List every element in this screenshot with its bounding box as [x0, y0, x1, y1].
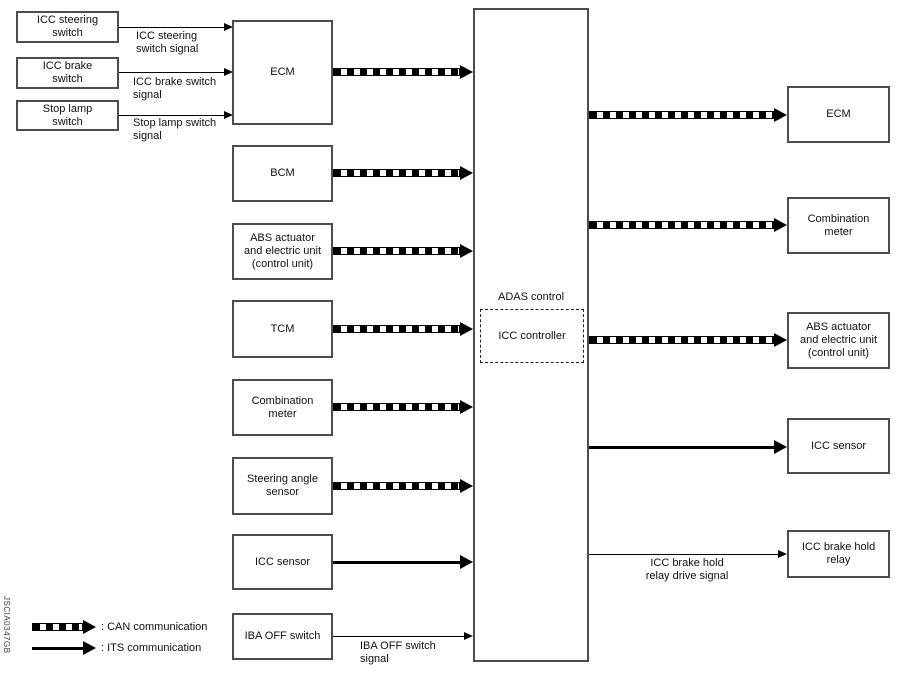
- arrow-can-tcm-to-adas: [333, 322, 473, 336]
- legend-its-label: : ITS communication: [101, 642, 202, 654]
- arrow-can-abs-to-adas: [333, 244, 473, 258]
- box-tcm: TCM: [232, 300, 333, 358]
- arrow-its-adas-to-icc-sensor: [589, 440, 787, 454]
- box-icc-steering-switch: ICC steering switch: [16, 11, 119, 43]
- arrow-can-adas-to-combination-meter: [589, 218, 787, 232]
- legend-its-arrow-icon: [32, 641, 96, 655]
- box-bcm: BCM: [232, 145, 333, 202]
- wire-iba-off-to-adas: [333, 631, 473, 641]
- label-iba-off-switch-signal: IBA OFF switch signal: [360, 640, 436, 665]
- box-steering-angle-sensor: Steering angle sensor: [232, 457, 333, 515]
- box-stop-lamp-switch: Stop lamp switch: [16, 100, 119, 131]
- box-abs-actuator-right: ABS actuator and electric unit (control …: [787, 312, 890, 369]
- legend-can-label: : CAN communication: [101, 621, 208, 633]
- arrow-can-ecm-to-adas: [333, 65, 473, 79]
- box-iba-off-switch: IBA OFF switch: [232, 613, 333, 660]
- wire-stop-lamp-to-ecm: [119, 110, 233, 120]
- label-icc-steering-switch-signal: ICC steering switch signal: [136, 30, 199, 55]
- label-stop-lamp-switch-signal: Stop lamp switch signal: [133, 117, 217, 142]
- arrow-can-bcm-to-adas: [333, 166, 473, 180]
- arrow-can-adas-to-ecm: [589, 108, 787, 122]
- arrow-can-combination-meter-to-adas: [333, 400, 473, 414]
- box-icc-sensor-right: ICC sensor: [787, 418, 890, 474]
- watermark-code: JSCIA0347GB: [2, 596, 11, 654]
- arrow-its-icc-sensor-to-adas: [333, 555, 473, 569]
- wire-icc-brake-to-ecm: [119, 67, 233, 77]
- box-combination-meter-right: Combination meter: [787, 197, 890, 254]
- arrow-can-adas-to-abs: [589, 333, 787, 347]
- arrow-can-steering-angle-to-adas: [333, 479, 473, 493]
- box-abs-actuator-left: ABS actuator and electric unit (control …: [232, 223, 333, 280]
- adas-control-title: ADAS control: [497, 291, 565, 303]
- box-ecm-right: ECM: [787, 86, 890, 143]
- box-icc-sensor-left: ICC sensor: [232, 534, 333, 590]
- wire-adas-to-icc-brake-hold-relay: [589, 549, 787, 559]
- legend-can-arrow-icon: [32, 620, 96, 634]
- box-combination-meter-left: Combination meter: [232, 379, 333, 436]
- box-ecm-left: ECM: [232, 20, 333, 125]
- wire-icc-steering-to-ecm: [119, 22, 233, 32]
- box-icc-brake-hold-relay: ICC brake hold relay: [787, 530, 890, 578]
- label-icc-brake-hold-relay-drive-signal: ICC brake hold relay drive signal: [645, 557, 729, 582]
- box-icc-controller: ICC controller: [480, 309, 584, 363]
- box-icc-brake-switch: ICC brake switch: [16, 57, 119, 89]
- label-icc-brake-switch-signal: ICC brake switch signal: [133, 76, 217, 101]
